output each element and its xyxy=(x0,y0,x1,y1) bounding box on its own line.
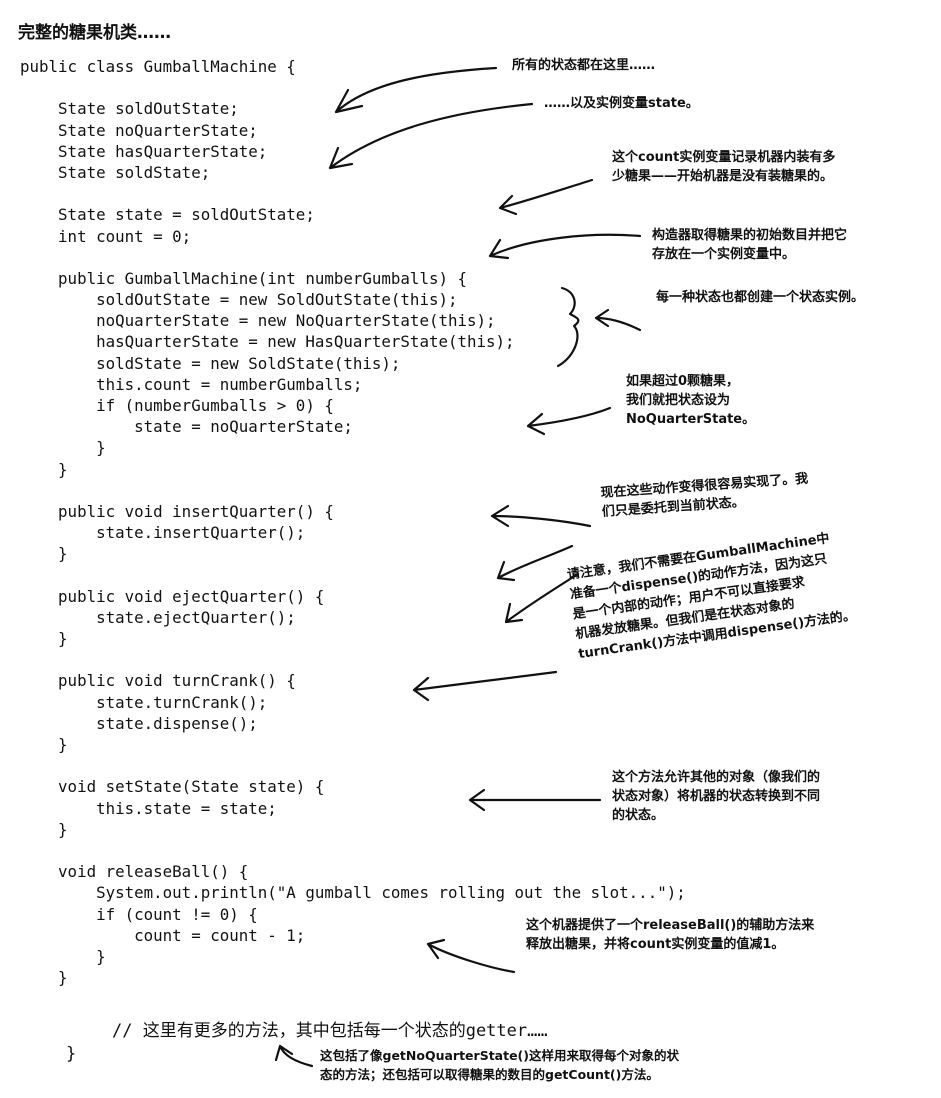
note-line: ……以及实例变量state。 xyxy=(544,96,699,111)
note-line: 这个count实例变量记录机器内装有多 xyxy=(612,150,836,165)
code-line: this.count = numberGumballs; xyxy=(20,374,363,394)
note-over-zero: 如果超过0颗糖果， 我们就把状态设为 NoQuarterState。 xyxy=(626,372,755,429)
note-line: 态的方法；还包括可以取得糖果的数目的getCount()方法。 xyxy=(320,1067,659,1082)
note-line: 少糖果——开始机器是没有装糖果的。 xyxy=(612,169,834,184)
code-line: } xyxy=(20,819,68,839)
code-line: state.turnCrank(); xyxy=(20,692,268,712)
arrow-dispense-b xyxy=(504,572,580,624)
brace-state-instances xyxy=(556,286,580,368)
code-line: public GumballMachine(int numberGumballs… xyxy=(20,268,467,288)
note-line: 状态对象）将机器的状态转换到不同 xyxy=(612,789,821,804)
code-line: } xyxy=(20,438,106,458)
code-line: State noQuarterState; xyxy=(20,120,258,140)
arrow-delegate xyxy=(490,504,592,528)
code-listing: public class GumballMachine { State sold… xyxy=(20,56,686,988)
code-line: } xyxy=(20,735,68,754)
note-all-states: 所有的状态都在这里…… xyxy=(512,56,655,75)
arrow-release-ball xyxy=(426,938,516,974)
code-line: soldState = new SoldState(this); xyxy=(20,353,401,373)
code-line: state = noQuarterState; xyxy=(20,417,353,437)
code-line: State state = soldOutState; xyxy=(20,205,315,225)
code-line: public void turnCrank() { xyxy=(20,671,296,691)
code-line: soldOutState = new SoldOutState(this); xyxy=(20,290,458,310)
code-line: void setState(State state) { xyxy=(20,777,325,797)
arrow-count-variable xyxy=(498,178,594,216)
page-title: 完整的糖果机类…… xyxy=(18,23,171,43)
arrow-getters xyxy=(274,1044,314,1068)
note-state-variable: ……以及实例变量state。 xyxy=(544,94,699,113)
closing-brace: } xyxy=(66,1044,77,1064)
code-line: State soldState; xyxy=(20,162,211,182)
code-line: public void ejectQuarter() { xyxy=(20,586,325,606)
arrow-all-states xyxy=(334,66,498,114)
note-line: 存放在一个实例变量中。 xyxy=(652,247,796,262)
code-line: hasQuarterState = new HasQuarterState(th… xyxy=(20,332,515,352)
note-count-variable: 这个count实例变量记录机器内装有多少糖果——开始机器是没有装糖果的。 xyxy=(612,148,835,186)
code-line: State soldOutState; xyxy=(20,99,239,119)
arrow-over-zero xyxy=(526,406,612,436)
code-line: count = count - 1; xyxy=(20,925,306,945)
code-line: } xyxy=(20,629,68,649)
code-line: if (count != 0) { xyxy=(20,904,258,924)
arrow-constructor xyxy=(488,233,642,260)
note-set-state: 这个方法允许其他的对象（像我们的状态对象）将机器的状态转换到不同的状态。 xyxy=(612,768,820,825)
note-line: 这包括了像getNoQuarterState()这样用来取得每个对象的状 xyxy=(320,1048,679,1063)
note-each-state: 每一种状态也都创建一个状态实例。 xyxy=(656,288,864,307)
code-line: } xyxy=(20,459,68,479)
note-release-ball: 这个机器提供了一个releaseBall()的辅助方法来释放出糖果，并将coun… xyxy=(526,916,814,954)
note-getters: 这包括了像getNoQuarterState()这样用来取得每个对象的状态的方法… xyxy=(320,1046,679,1084)
note-line: 我们就把状态设为 xyxy=(626,393,731,408)
arrow-dispense-a xyxy=(496,544,574,582)
code-line: state.ejectQuarter(); xyxy=(20,607,296,627)
note-line: 的状态。 xyxy=(612,808,665,823)
arrow-turn-crank xyxy=(412,670,558,702)
note-line: NoQuarterState。 xyxy=(626,412,756,427)
code-line: if (numberGumballs > 0) { xyxy=(20,396,334,415)
code-line: public void insertQuarter() { xyxy=(20,501,334,521)
code-line: } xyxy=(20,946,106,966)
code-line: this.state = state; xyxy=(20,798,277,818)
note-line: 所有的状态都在这里…… xyxy=(512,58,656,73)
code-line: void releaseBall() { xyxy=(20,862,249,882)
code-line: public class GumballMachine { xyxy=(20,57,296,76)
note-line: 这个机器提供了一个releaseBall()的辅助方法来 xyxy=(526,918,815,933)
note-line: 如果超过0颗糖果， xyxy=(626,374,740,389)
note-constructor: 构造器取得糖果的初始数目并把它存放在一个实例变量中。 xyxy=(652,226,847,264)
code-comment: // 这里有更多的方法，其中包括每一个状态的getter…… xyxy=(112,1021,548,1041)
code-line: } xyxy=(20,544,68,564)
code-line: noQuarterState = new NoQuarterState(this… xyxy=(20,311,496,331)
arrow-each-state xyxy=(594,308,642,332)
code-line: int count = 0; xyxy=(20,226,192,246)
note-line: 每一种状态也都创建一个状态实例。 xyxy=(656,290,865,305)
code-line: state.insertQuarter(); xyxy=(20,523,306,543)
code-line: } xyxy=(20,968,68,988)
code-line: state.dispense(); xyxy=(20,713,258,733)
code-line: System.out.println("A gumball comes roll… xyxy=(20,883,686,903)
note-line: 构造器取得糖果的初始数目并把它 xyxy=(652,228,848,243)
arrow-set-state xyxy=(468,788,602,812)
code-line: State hasQuarterState; xyxy=(20,141,268,161)
note-line: 这个方法允许其他的对象（像我们的 xyxy=(612,770,821,785)
note-line: 释放出糖果，并将count实例变量的值减1。 xyxy=(526,937,785,952)
arrow-state-variable xyxy=(328,102,534,170)
